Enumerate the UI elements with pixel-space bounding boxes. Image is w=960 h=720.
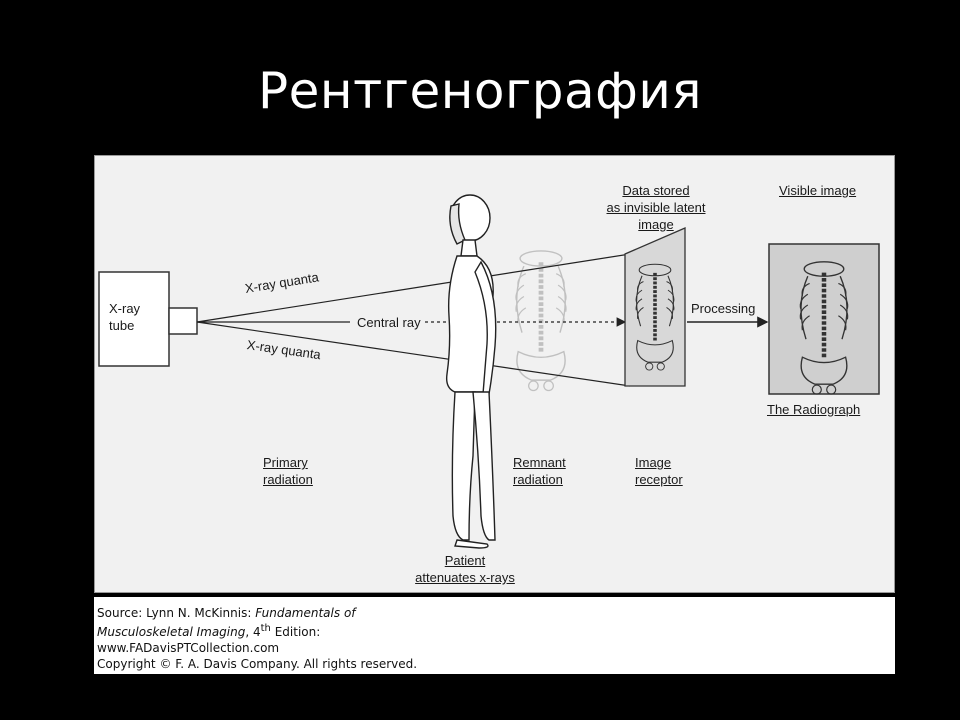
central-ray-label: Central ray — [357, 315, 421, 330]
patient-label: Patient attenuates x-rays — [415, 553, 515, 585]
processing-label: Processing — [691, 301, 756, 316]
diagram-graphics — [98, 194, 880, 549]
remnant-radiation-label: Remnant radiation — [513, 455, 566, 487]
source-line-3: www.FADavisPTCollection.com — [97, 641, 280, 655]
visible-image-label: Visible image — [779, 183, 857, 198]
xray-diagram: X-ray tube X-ray quanta Central ray X-ra… — [94, 155, 895, 593]
tube-label: X-ray tube — [109, 301, 141, 333]
source-citation: Source: Lynn N. McKinnis: Fundamentals o… — [94, 597, 895, 674]
xray-tube — [98, 271, 170, 367]
patient-figure — [445, 194, 497, 549]
slide-title: Рентгенография — [257, 62, 702, 120]
source-line-1: Source: Lynn N. McKinnis: Fundamentals o… — [97, 606, 356, 620]
remnant-skeleton — [516, 251, 566, 391]
radiograph-label: The Radiograph — [767, 402, 861, 417]
primary-radiation-label: Primary radiation — [263, 455, 313, 487]
tube-window — [168, 307, 198, 335]
source-line-2: Musculoskeletal Imaging, 4th Edition: — [97, 623, 321, 639]
beam-top — [196, 253, 631, 323]
data-stored-label: Data stored as invisible latent image — [606, 183, 706, 232]
source-line-4: Copyright © F. A. Davis Company. All rig… — [97, 657, 418, 671]
image-receptor-label: Image receptor — [635, 455, 683, 487]
